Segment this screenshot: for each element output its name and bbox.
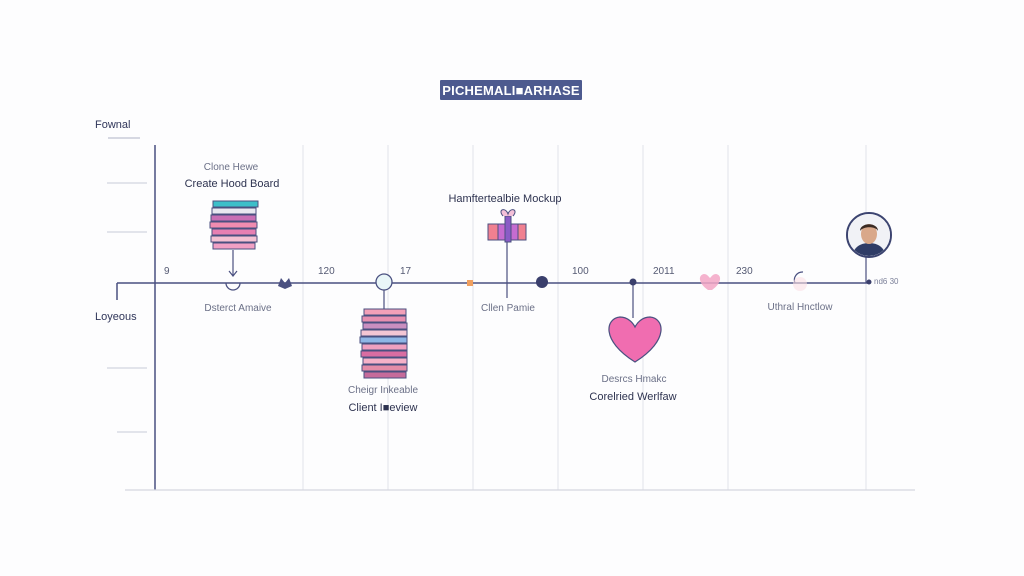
book-stack-icon <box>209 200 259 250</box>
milestone-title: Create Hood Board <box>184 178 280 190</box>
book-stack-icon <box>359 308 408 379</box>
milestone-caption: Desrcs Hmakc <box>601 374 667 385</box>
left-ticks <box>107 182 147 433</box>
end-note: nd6 30 <box>874 277 899 286</box>
heart-icon <box>608 316 662 363</box>
tick-number: 230 <box>736 266 753 277</box>
tick-number: 100 <box>572 266 589 277</box>
heart-marker-pink <box>699 274 721 290</box>
user-avatar-icon <box>846 212 892 258</box>
tick-number: 17 <box>400 266 412 277</box>
milestone-caption: Cllen Pamie <box>481 303 535 314</box>
circle-marker-light <box>375 273 393 291</box>
heart-marker-dark <box>278 278 292 289</box>
gift-box-icon <box>487 209 527 243</box>
milestone-caption: Uthral Hnctlow <box>767 302 833 313</box>
milestone-caption: Cheigr Inkeable <box>347 385 419 396</box>
milestone-caption: Dsterct Amaive <box>204 303 272 314</box>
top-axis-label: Fownal <box>95 119 131 131</box>
tick-number: 120 <box>318 266 335 277</box>
tick-number: 2011 <box>653 266 675 277</box>
half-circle-marker <box>225 282 241 291</box>
milestone-title: Client I■eview <box>348 402 418 414</box>
dot-marker <box>629 278 637 286</box>
circle-marker-dark <box>536 276 548 288</box>
middle-axis-label: Loyeous <box>95 311 137 323</box>
tick-number: 9 <box>164 266 170 277</box>
diagram-title: PICHEMALI■ARHASE <box>440 80 582 100</box>
milestone-title: Corelried Werlfaw <box>589 391 677 403</box>
milestone-title: Hamftertealbie Mockup <box>448 193 562 205</box>
milestone-caption: Clone Hewe <box>203 162 259 173</box>
square-marker-orange <box>467 280 473 286</box>
